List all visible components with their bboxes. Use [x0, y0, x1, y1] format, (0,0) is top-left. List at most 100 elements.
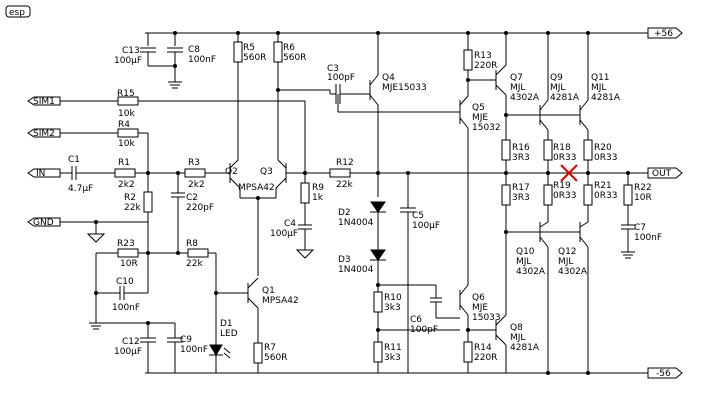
svg-text:1N4004: 1N4004: [338, 265, 374, 275]
svg-text:R7: R7: [264, 343, 276, 353]
svg-text:15033: 15033: [472, 313, 501, 323]
svg-text:R1: R1: [118, 158, 130, 168]
svg-text:MJE: MJE: [472, 113, 488, 123]
svg-text:Q10: Q10: [516, 247, 535, 257]
svg-text:100pF: 100pF: [410, 325, 438, 335]
svg-text:R3: R3: [188, 158, 200, 168]
svg-text:Q12: Q12: [558, 247, 577, 257]
svg-text:MJE: MJE: [472, 303, 488, 313]
svg-text:4302A: 4302A: [510, 93, 540, 103]
svg-text:100pF: 100pF: [327, 73, 355, 83]
svg-text:Q3: Q3: [260, 167, 273, 177]
svg-text:4302A: 4302A: [516, 267, 546, 277]
svg-text:3k3: 3k3: [384, 303, 401, 313]
svg-text:Q5: Q5: [472, 103, 485, 113]
svg-text:3k3: 3k3: [384, 353, 401, 363]
negative-rail: -56: [145, 367, 683, 379]
svg-text:SIM1: SIM1: [33, 97, 55, 107]
q2-q3: [229, 159, 330, 276]
svg-text:100nF: 100nF: [188, 55, 216, 65]
svg-text:R14: R14: [474, 343, 492, 353]
svg-text:MJL: MJL: [591, 83, 606, 93]
svg-text:560R: 560R: [243, 53, 266, 63]
svg-text:1k: 1k: [312, 193, 324, 203]
svg-text:R6: R6: [283, 43, 295, 53]
svg-text:MJL: MJL: [558, 257, 573, 267]
esp-logo: esp: [5, 5, 31, 18]
port-sim2: SIM2: [27, 128, 149, 173]
svg-text:C4: C4: [284, 219, 296, 229]
port-vplus: +56: [654, 29, 673, 39]
port-vminus: -56: [656, 369, 671, 379]
svg-text:C2: C2: [186, 193, 198, 203]
svg-text:R21: R21: [594, 181, 612, 191]
svg-text:560R: 560R: [283, 53, 306, 63]
svg-text:R20: R20: [594, 143, 612, 153]
svg-text:R17: R17: [512, 183, 530, 193]
svg-text:R22: R22: [634, 183, 652, 193]
svg-text:220R: 220R: [474, 353, 497, 363]
svg-text:0R33: 0R33: [553, 191, 576, 201]
svg-text:Q9: Q9: [550, 73, 563, 83]
svg-text:C9: C9: [180, 335, 192, 345]
svg-text:22k: 22k: [124, 203, 141, 213]
svg-text:10k: 10k: [118, 109, 135, 119]
svg-text:MJE15033: MJE15033: [382, 83, 427, 93]
svg-text:2k2: 2k2: [118, 180, 135, 190]
svg-text:R18: R18: [553, 143, 571, 153]
svg-text:4281A: 4281A: [591, 93, 621, 103]
svg-text:OUT: OUT: [652, 169, 672, 179]
svg-text:C6: C6: [410, 315, 422, 325]
svg-text:C8: C8: [188, 45, 200, 55]
svg-text:4281A: 4281A: [550, 93, 580, 103]
svg-text:100nF: 100nF: [112, 303, 140, 313]
svg-text:4302A: 4302A: [558, 267, 588, 277]
port-in: IN: [27, 166, 230, 180]
svg-text:C12: C12: [122, 337, 140, 347]
svg-text:C3: C3: [327, 64, 339, 74]
svg-text:R9: R9: [312, 183, 324, 193]
svg-text:R11: R11: [384, 343, 402, 353]
svg-text:R13: R13: [474, 51, 492, 61]
svg-text:Q1: Q1: [262, 286, 275, 296]
svg-text:0R33: 0R33: [553, 153, 576, 163]
svg-text:R16: R16: [512, 143, 530, 153]
svg-text:Q6: Q6: [472, 293, 485, 303]
svg-text:MJL: MJL: [510, 83, 525, 93]
svg-text:Q8: Q8: [510, 323, 523, 333]
svg-text:4281A: 4281A: [510, 343, 540, 353]
svg-text:3R3: 3R3: [512, 153, 530, 163]
svg-text:MPSA42: MPSA42: [262, 296, 299, 306]
svg-text:220R: 220R: [474, 61, 497, 71]
svg-text:C7: C7: [634, 223, 646, 233]
svg-text:R4: R4: [118, 120, 130, 130]
svg-text:100µF: 100µF: [412, 221, 440, 231]
svg-text:R8: R8: [186, 239, 198, 249]
svg-text:Q11: Q11: [591, 73, 610, 83]
svg-text:R5: R5: [243, 43, 255, 53]
svg-text:R23: R23: [117, 239, 135, 249]
port-gnd: GND: [27, 217, 148, 243]
svg-text:MJL: MJL: [516, 257, 531, 267]
svg-text:MJL: MJL: [550, 83, 565, 93]
svg-text:Q2: Q2: [225, 167, 238, 177]
svg-text:22k: 22k: [186, 259, 203, 269]
svg-text:Q7: Q7: [510, 73, 523, 83]
svg-text:R15: R15: [117, 89, 135, 99]
svg-text:100µF: 100µF: [114, 347, 142, 357]
svg-text:0R33: 0R33: [594, 153, 617, 163]
svg-text:C5: C5: [412, 211, 424, 221]
svg-text:10R: 10R: [120, 259, 138, 269]
svg-text:R2: R2: [124, 193, 136, 203]
svg-text:220pF: 220pF: [186, 203, 214, 213]
port-sim1: SIM1: [27, 96, 306, 173]
svg-text:560R: 560R: [264, 353, 287, 363]
svg-text:C1: C1: [68, 155, 80, 165]
svg-text:Q4: Q4: [382, 73, 395, 83]
svg-text:GND: GND: [33, 218, 54, 228]
red-cross-mark: [560, 164, 578, 182]
port-out: OUT: [647, 167, 683, 179]
c13-c8: [140, 31, 183, 89]
svg-text:D2: D2: [338, 208, 351, 218]
